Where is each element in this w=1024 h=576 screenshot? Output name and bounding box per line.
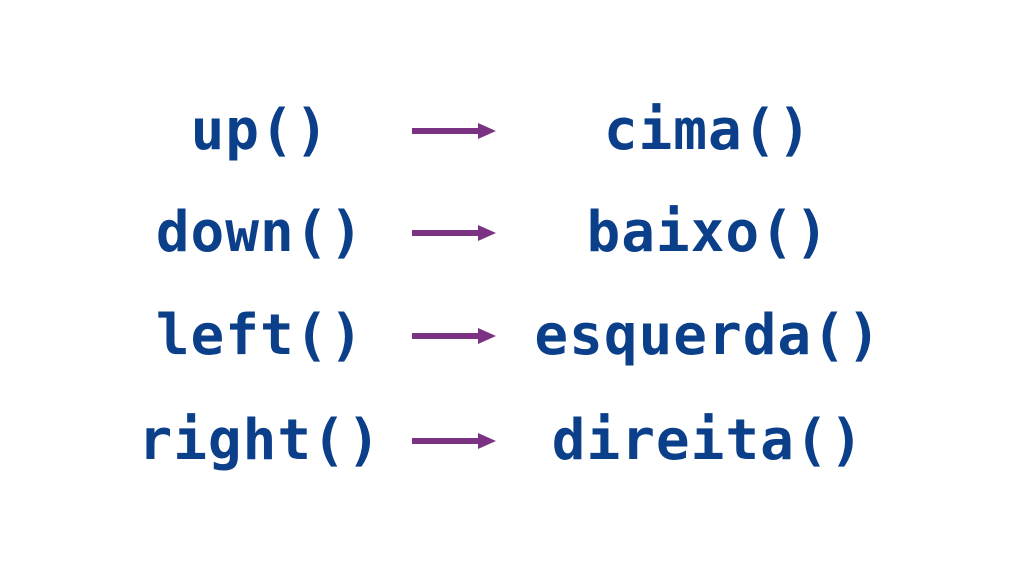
target-function-direita: direita() <box>551 408 865 473</box>
mapping-row-left: left() esquerda() <box>0 286 1024 386</box>
target-function-baixo: baixo() <box>586 200 830 265</box>
target-function-esquerda: esquerda() <box>534 303 882 368</box>
right-arrow-icon <box>412 225 496 241</box>
right-arrow-icon <box>412 328 496 344</box>
mapping-row-right: right() direita() <box>0 391 1024 491</box>
target-function-cima: cima() <box>603 98 813 163</box>
right-arrow-icon <box>412 433 496 449</box>
source-function-up: up() <box>190 98 330 163</box>
right-arrow-icon <box>412 123 496 139</box>
source-function-right: right() <box>138 408 382 473</box>
mapping-row-down: down() baixo() <box>0 183 1024 283</box>
source-function-down: down() <box>155 200 365 265</box>
mapping-row-up: up() cima() <box>0 81 1024 181</box>
source-function-left: left() <box>155 303 365 368</box>
